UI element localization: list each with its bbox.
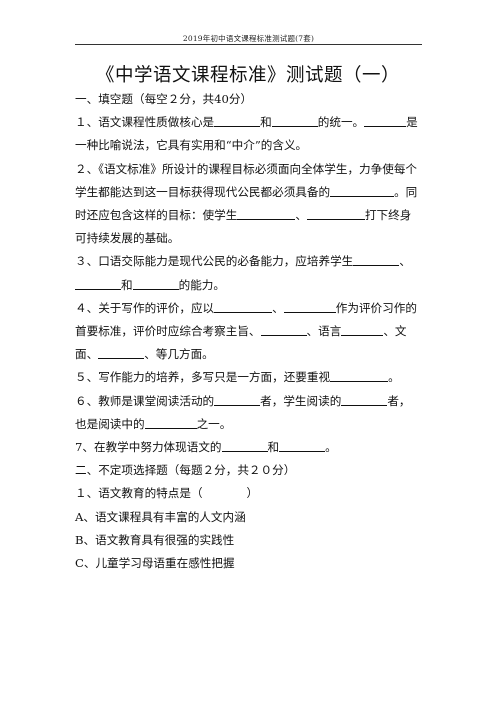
header-rule	[75, 44, 422, 45]
mc1-option-a: A、语文课程具有丰富的人文内涵	[75, 509, 246, 524]
answer-blank[interactable]	[75, 277, 121, 290]
q6-text-c: 者，也是阅读中的	[75, 393, 411, 431]
answer-blank[interactable]	[341, 323, 384, 337]
answer-blank[interactable]	[330, 184, 395, 197]
mc1-stem: １、语文教育的特点是（	[75, 486, 203, 501]
q1-text-b: 和	[260, 115, 272, 130]
answer-blank[interactable]	[144, 416, 197, 429]
q4-text-b: 、	[272, 300, 284, 315]
question-6: ６、教师是课堂阅读活动的 者，学生阅读的者，也是阅读中的之一。	[75, 390, 422, 436]
q1-text-d: 是一种比喻说法，它具有实用和“中介”的含义。	[75, 115, 418, 153]
answer-blank[interactable]	[353, 253, 400, 267]
section-heading-fill-in: 一、填空题（每空２分，共40分）	[75, 92, 253, 106]
q4-text-e: 、文面、	[75, 324, 407, 362]
answer-blank[interactable]	[364, 114, 407, 128]
answer-blank[interactable]	[260, 323, 307, 337]
q1-text-c: 的统一。	[317, 115, 365, 130]
mc1-option-c: C、儿童学习母语重在感性把握	[75, 556, 235, 571]
question-4: ４、关于写作的评价，应以、作为评价习作的首要标准，评价时应综合考察主旨、、语言、…	[75, 297, 422, 367]
q6-text-d: 之一。	[196, 416, 232, 431]
q3-text-a: ３、口语交际能力是现代公民的必备能力，应培养学生	[75, 254, 354, 269]
answer-blank[interactable]	[132, 277, 179, 290]
q2-text-a: ２、《语文标准》所设计的课程目标必须面向全体学生，力争使每个学生都能达到这一目标…	[75, 161, 418, 199]
document-title: 《中学语文课程标准》测试题（一）	[95, 65, 400, 86]
q3-text-c: 和	[121, 277, 133, 292]
q3-text-d: 的能力。	[178, 277, 225, 292]
question-3: ３、口语交际能力是现代公民的必备能力，应培养学生 、和 的能力。	[75, 250, 422, 296]
answer-blank[interactable]	[237, 207, 296, 221]
q5-text-a: ５、写作能力的培养，多写只是一方面，还要重视	[75, 370, 331, 385]
q5-text-b: 。	[388, 370, 400, 385]
question-1: １、语文课程性质做核心是 和 的统一。是一种比喻说法，它具有实用和“中介”的含义。	[75, 111, 422, 157]
q7-text-b: 和	[267, 440, 280, 455]
answer-blank[interactable]	[306, 207, 365, 221]
answer-blank[interactable]	[330, 369, 389, 383]
document-body: 一、填空题（每空２分，共40分） １、语文课程性质做核心是和的统一。是一种比喻说…	[75, 88, 422, 575]
mc1-option-b: B、语文教育具有很强的实践性	[75, 532, 235, 547]
q2-text-b: 。同时还应包含这样的目标：使学生	[75, 184, 418, 223]
q4-text-f: 、等几方面。	[144, 347, 214, 362]
q4-text-c: 作为评价习作的首要标准，评价时应综合考察主旨、	[75, 300, 417, 339]
q1-text-a: １、语文课程性质做核心是	[75, 115, 215, 130]
answer-blank[interactable]	[214, 393, 261, 406]
answer-blank[interactable]	[341, 393, 388, 406]
mc1-stem-close: ）	[246, 486, 259, 501]
mc-question-1: １、语文教育的特点是（ ）	[75, 482, 422, 505]
question-5: ５、写作能力的培养，多写只是一方面，还要重视 。	[75, 366, 422, 389]
answer-blank[interactable]	[98, 346, 145, 360]
q6-text-b: 者，学生阅读的	[260, 393, 342, 408]
q4-text-d: 、语言	[306, 324, 342, 339]
answer-blank[interactable]	[271, 114, 318, 128]
q3-text-b: 、	[399, 254, 411, 269]
q7-text-a: 7、在教学中努力体现语文的	[75, 440, 222, 455]
answer-blank[interactable]	[221, 439, 268, 453]
q2-text-d: 打下终身可持续发展的基础。	[75, 208, 412, 246]
answer-blank[interactable]	[279, 439, 326, 453]
answer-blank[interactable]	[214, 114, 261, 128]
section-heading-multiple-choice: 二、不定项选择题（每题２分，共２０分）	[75, 463, 296, 478]
question-2: ２、《语文标准》所设计的课程目标必须面向全体学生，力争使每个学生都能达到这一目标…	[75, 158, 422, 251]
answer-blank[interactable]	[214, 300, 273, 313]
q7-text-c: 。	[325, 440, 337, 455]
answer-blank[interactable]	[283, 300, 336, 313]
q2-text-c: 、	[295, 208, 307, 223]
q6-text-a: ６、教师是课堂阅读活动的	[75, 393, 215, 408]
running-header: 2019年初中语文课程标准测试题(7套)	[182, 34, 315, 43]
question-7: 7、在教学中努力体现语文的 和 。	[75, 436, 422, 459]
q4-text-a: ４、关于写作的评价，应以	[75, 300, 215, 315]
